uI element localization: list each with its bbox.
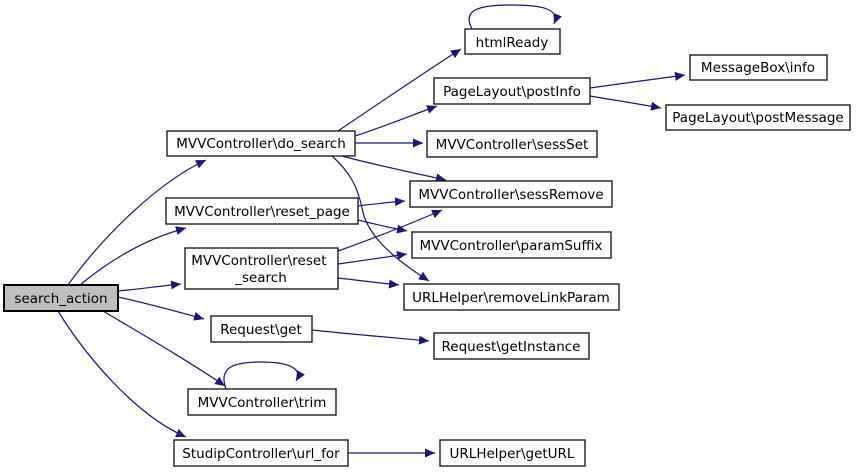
edge-do-search-to-removelinkparam — [331, 155, 430, 282]
edges — [57, 4, 686, 458]
edge-search-action-to-do-search — [67, 159, 207, 286]
node-label: PageLayout\postMessage — [672, 110, 843, 126]
node-label: StudipController\url_for — [182, 446, 340, 462]
node-label: URLHelper\getURL — [450, 446, 575, 462]
node-label: MVVController\sessRemove — [418, 187, 603, 203]
node-label: MVVController\reset _search — [191, 253, 331, 286]
edge-reset-page-to-sessremove — [357, 197, 406, 207]
edge-trim-self-loop — [223, 361, 305, 390]
node-box — [464, 28, 561, 55]
node-postmessage[interactable]: PageLayout\postMessage — [665, 104, 851, 131]
node-sessset[interactable]: MVVController\sessSet — [426, 130, 598, 158]
node-box — [426, 130, 598, 158]
edge-do-search-to-postinfo — [354, 105, 438, 137]
node-box — [165, 197, 359, 225]
edge-request-get-to-getinstance — [311, 329, 430, 345]
node-do-search[interactable]: MVVController\do_search — [166, 130, 356, 157]
node-trim[interactable]: MVVController\trim — [187, 388, 337, 416]
node-box — [166, 130, 356, 157]
node-getinstance[interactable]: Request\getInstance — [433, 332, 590, 360]
nodes: search_action MVVController\do_search MV… — [3, 28, 851, 467]
edge-htmlready-self-loop — [468, 4, 562, 30]
edge-search-action-to-reset-search — [117, 280, 182, 292]
edge-reset-search-to-paramsuffix — [337, 250, 408, 265]
edge-search-action-to-reset-page — [79, 226, 187, 286]
node-label: MVVController\do_search — [176, 136, 346, 152]
node-box — [689, 54, 828, 81]
node-geturl[interactable]: URLHelper\getURL — [439, 439, 586, 467]
node-label: MessageBox\info — [701, 60, 815, 76]
edge-postinfo-to-messagebox-info — [589, 71, 686, 89]
edge-postinfo-to-postmessage — [589, 95, 662, 111]
node-messagebox-info[interactable]: MessageBox\info — [689, 54, 828, 81]
node-box — [3, 284, 119, 312]
node-label: MVVController\sessSet — [436, 137, 589, 153]
node-postinfo[interactable]: PageLayout\postInfo — [433, 77, 591, 105]
edge-do-search-to-htmlready — [337, 48, 462, 132]
node-label: MVVController\reset_page — [174, 204, 350, 220]
node-label: URLHelper\removeLinkParam — [412, 290, 610, 306]
node-reset-page[interactable]: MVVController\reset_page — [165, 197, 359, 225]
node-box — [184, 247, 339, 290]
node-sessremove[interactable]: MVVController\sessRemove — [409, 180, 613, 208]
node-reset-search[interactable]: MVVController\reset _search — [184, 247, 339, 290]
edge-do-search-to-sessremove — [341, 155, 447, 183]
node-box — [665, 104, 851, 131]
node-search-action: search_action — [3, 284, 119, 312]
edge-search-action-to-url-for — [57, 310, 187, 438]
node-box — [433, 332, 590, 360]
node-box — [409, 180, 613, 208]
node-paramsuffix[interactable]: MVVController\paramSuffix — [411, 231, 612, 259]
node-htmlready[interactable]: htmlReady — [464, 28, 561, 55]
node-label: MVVController\trim — [198, 395, 327, 411]
node-box — [173, 439, 349, 467]
node-label: Request\get — [220, 322, 302, 338]
edge-search-action-to-request-get — [117, 296, 205, 321]
node-box — [403, 283, 620, 311]
node-box — [187, 388, 337, 416]
node-box — [210, 315, 313, 343]
node-request-get[interactable]: Request\get — [210, 315, 313, 343]
node-label: PageLayout\postInfo — [443, 84, 581, 100]
node-label: Request\getInstance — [442, 339, 581, 355]
node-box — [439, 439, 586, 467]
node-label: htmlReady — [476, 35, 549, 51]
node-url-for[interactable]: StudipController\url_for — [173, 439, 349, 467]
node-removelinkparam[interactable]: URLHelper\removeLinkParam — [403, 283, 620, 311]
edge-reset-search-to-sessremove — [337, 209, 443, 252]
edge-reset-search-to-removelinkparam — [337, 277, 400, 289]
node-label: search_action — [14, 291, 107, 307]
node-box — [433, 77, 591, 105]
node-label: MVVController\paramSuffix — [419, 238, 602, 254]
edge-search-action-to-trim — [102, 310, 226, 387]
edge-reset-page-to-paramsuffix — [357, 219, 408, 234]
node-box — [411, 231, 612, 259]
